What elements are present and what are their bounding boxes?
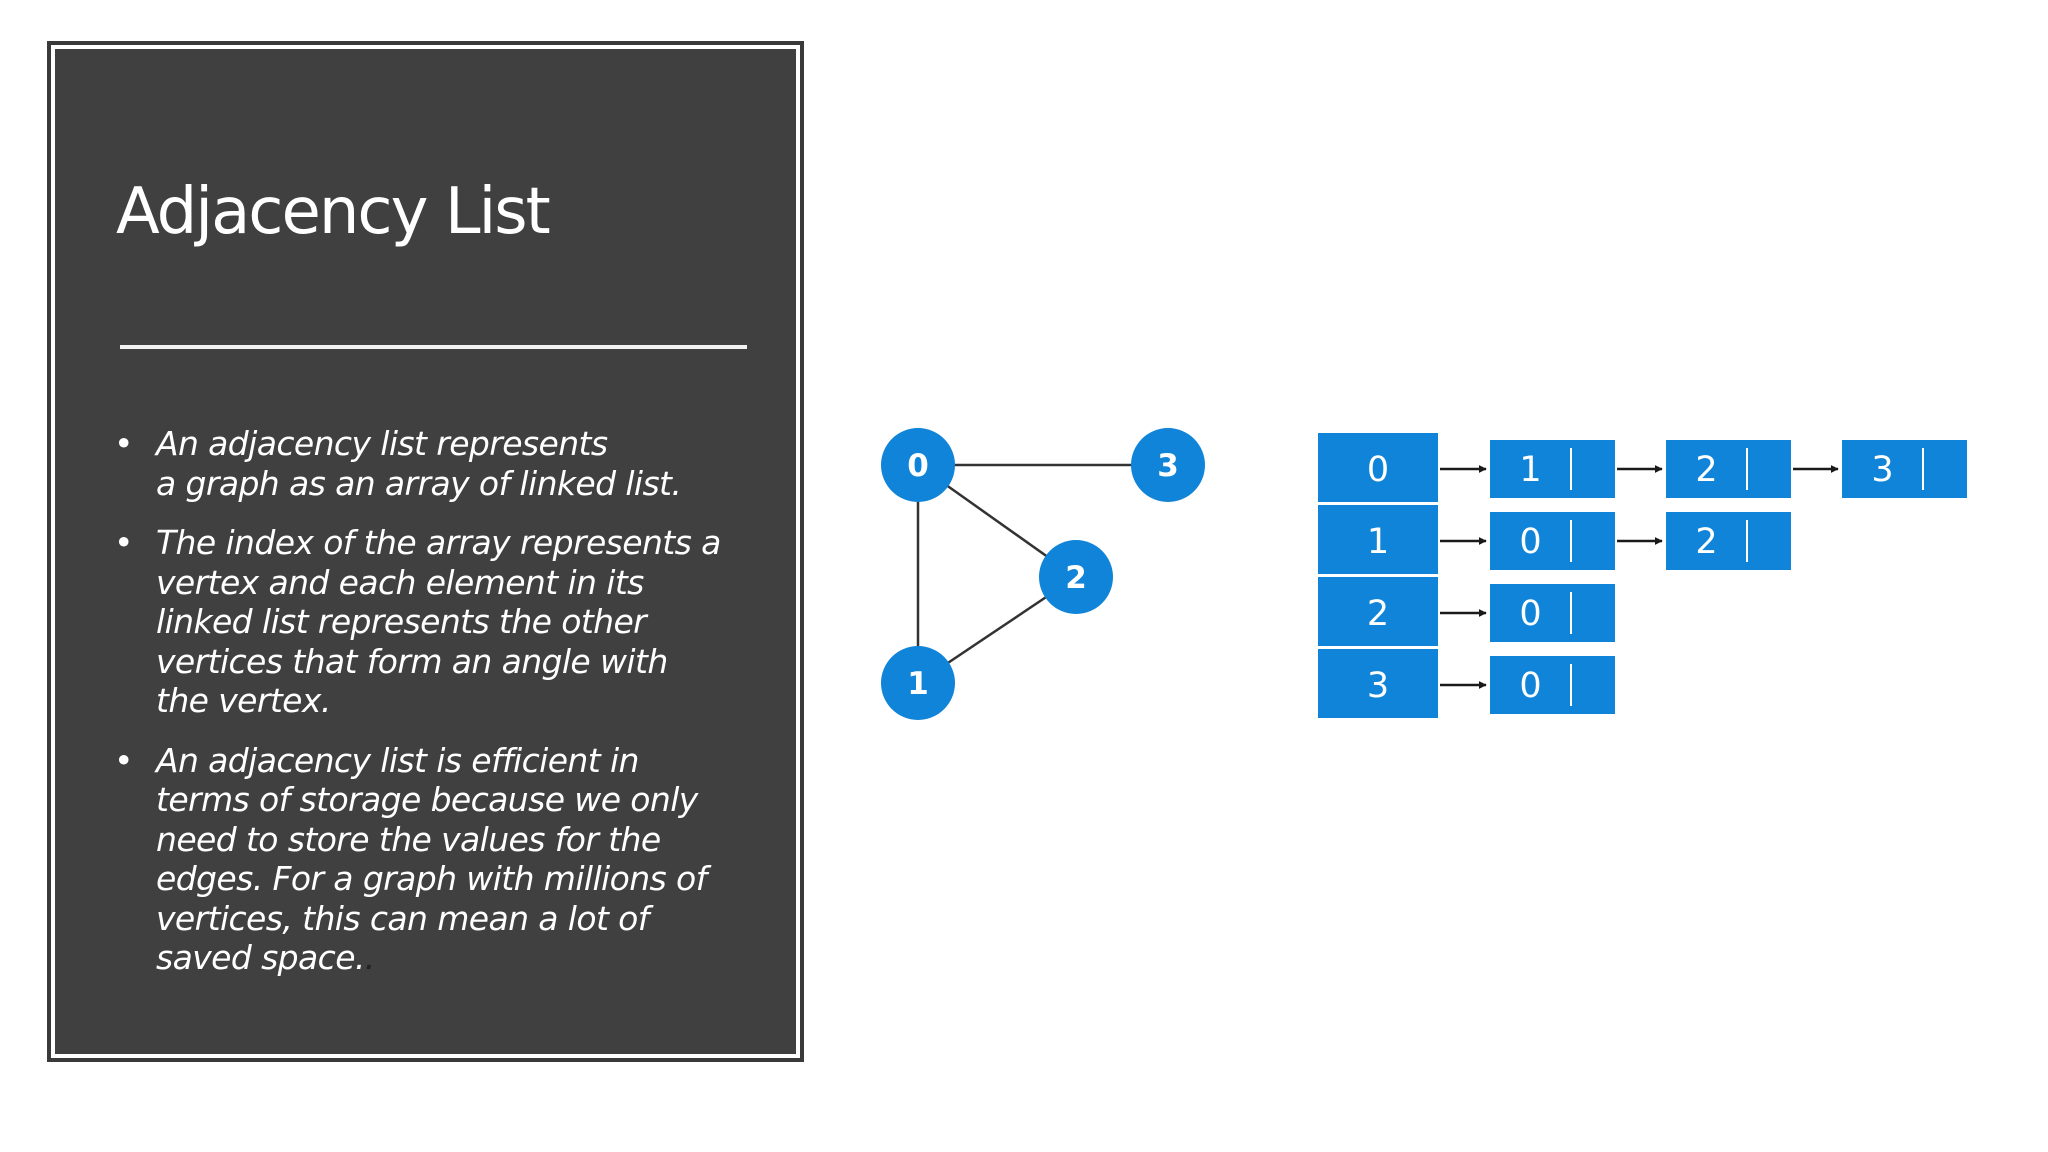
graph-node-label: 3 — [1157, 448, 1179, 484]
list-node-box — [1666, 512, 1791, 570]
graph-node-3: 3 — [1131, 428, 1205, 502]
array-index-label: 3 — [1367, 666, 1389, 706]
trailing-mark: . — [364, 938, 375, 977]
graph-node-0: 0 — [881, 428, 955, 502]
bullet-item: • An adjacency list is efficient in term… — [112, 741, 752, 978]
bullet-line: terms of storage because we only — [156, 780, 698, 819]
bullet-line: vertices, this can mean a lot of — [156, 898, 649, 938]
bullet-line: The index of the array represents a — [156, 523, 721, 562]
list-node-label: 3 — [1871, 450, 1893, 490]
adjacency-row-0: 0 1 2 3 — [1318, 433, 1967, 502]
bullet-line: linked list represents the other — [156, 602, 647, 641]
list-node-0: 0 — [1490, 656, 1615, 714]
list-node-box — [1490, 440, 1615, 498]
list-node-box — [1490, 584, 1615, 642]
bullet-list: • An adjacency list represents a graph a… — [112, 424, 752, 998]
list-node-2: 2 — [1666, 512, 1791, 570]
graph-node-circle — [1131, 428, 1205, 502]
list-node-box — [1842, 440, 1967, 498]
bullet-item: • An adjacency list represents a graph a… — [112, 424, 752, 503]
list-node-label: 0 — [1519, 522, 1541, 562]
array-index-cell — [1318, 649, 1438, 718]
graph-node-2: 2 — [1039, 540, 1113, 614]
bullet-line: edges. For a graph with millions of — [156, 859, 707, 898]
array-index-label: 2 — [1367, 594, 1389, 634]
list-node-label: 0 — [1519, 666, 1541, 706]
graph-diagram: 0 1 2 3 — [881, 428, 1205, 720]
list-node-box — [1490, 656, 1615, 714]
list-node-3: 3 — [1842, 440, 1967, 498]
bullet-line: a graph as an array of linked list. — [156, 463, 682, 503]
graph-node-1: 1 — [881, 646, 955, 720]
list-node-0: 0 — [1490, 584, 1615, 642]
list-node-box — [1490, 512, 1615, 570]
graph-node-label: 1 — [907, 666, 929, 702]
graph-node-circle — [881, 428, 955, 502]
array-index-cell — [1318, 505, 1438, 574]
list-node-label: 1 — [1519, 450, 1541, 490]
slide-title: Adjacency List — [116, 175, 551, 249]
bullet-line: the vertex. — [156, 681, 331, 720]
graph-node-circle — [881, 646, 955, 720]
adjacency-row-1: 1 0 2 — [1318, 505, 1791, 574]
list-node-0: 0 — [1490, 512, 1615, 570]
array-index-label: 0 — [1367, 450, 1389, 490]
array-index-label: 1 — [1367, 522, 1389, 562]
bullet-icon: • — [114, 740, 133, 780]
bullet-line: vertex and each element in its — [156, 562, 644, 602]
bullet-icon: • — [114, 424, 133, 463]
list-node-label: 0 — [1519, 594, 1541, 634]
array-index-cell — [1318, 577, 1438, 646]
list-node-label: 2 — [1695, 522, 1717, 562]
graph-node-label: 0 — [907, 448, 929, 484]
list-node-1: 1 — [1490, 440, 1615, 498]
bullet-line: vertices that form an angle with — [156, 641, 668, 681]
bullet-line: An adjacency list is efficient in — [156, 740, 639, 780]
slide-panel — [55, 49, 796, 1054]
list-node-2: 2 — [1666, 440, 1791, 498]
bullet-icon: • — [114, 523, 133, 562]
bullet-item: • The index of the array represents a ve… — [112, 523, 752, 721]
graph-node-circle — [1039, 540, 1113, 614]
list-node-label: 2 — [1695, 450, 1717, 490]
graph-node-label: 2 — [1065, 560, 1087, 596]
bullet-line: need to store the values for the — [156, 819, 661, 859]
bullet-line: An adjacency list represents — [156, 424, 608, 463]
array-index-cell — [1318, 433, 1438, 502]
bullet-line-text: saved space. — [156, 938, 365, 977]
bullet-line: saved space.. — [156, 938, 752, 978]
title-divider — [120, 345, 747, 349]
list-node-box — [1666, 440, 1791, 498]
